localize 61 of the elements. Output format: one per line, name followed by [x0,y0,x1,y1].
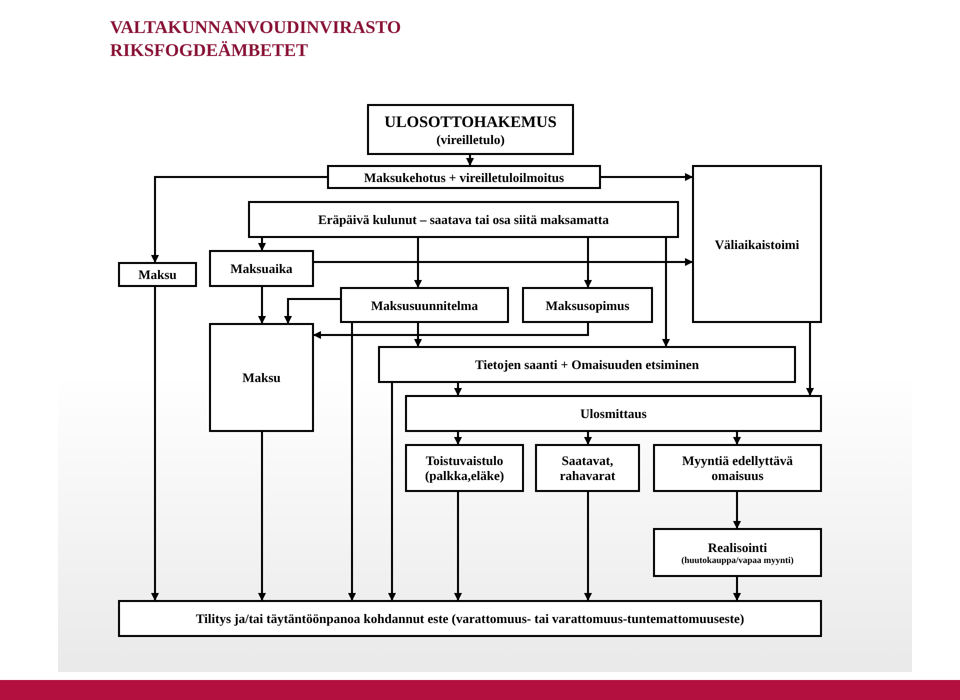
arrow [258,238,266,251]
arrow [313,323,589,339]
box-title: Tietojen saanti + Omaisuuden etsiminen [475,357,699,372]
box-title: Saatavat, rahavarat [558,453,616,483]
arrow [601,173,693,181]
box-title: Maksusuunnitelma [371,298,478,312]
box-subtitle: (huutokauppa/vapaa myynti) [681,554,794,566]
arrow [314,258,693,266]
process-box [378,346,796,383]
arrow [584,492,592,601]
arrow [151,176,327,263]
box-title: Toistuvaistulo (palkka,eläke) [424,453,506,483]
box-title: Realisointi [708,540,768,554]
agency-name: RIKSFOGDEÄMBETET [110,39,308,61]
process-box [118,600,822,637]
process-box [209,323,314,432]
process-box [535,444,640,492]
box-title: Eräpäivä kulunut – saatava tai osa siitä maksamatta [318,212,609,227]
box-title: Maksuaika [230,261,293,276]
box-title: Maksusopimus [546,298,630,312]
arrow [454,432,462,445]
arrow [151,287,159,601]
box-title: ULOSOTTOHAKEMUS [384,112,557,132]
process-box [118,262,197,287]
box-subtitle: (vireilletulo) [436,132,505,146]
arrow [584,238,592,288]
arrow [733,432,741,445]
process-box [340,287,509,323]
arrow [454,492,462,601]
process-box [653,444,822,492]
arrow [662,238,670,347]
box-title: Väliaikaistoimi [714,236,800,252]
arrow [348,323,356,601]
arrow [258,287,266,324]
agency-name: VALTAKUNNANVOUDINVIRASTO [110,16,402,38]
arrow [806,323,814,396]
process-box [653,528,822,577]
arrow [388,383,396,601]
process-box [405,395,822,432]
process-box [248,201,679,238]
process-box [405,444,524,492]
box-title: Maksukehotus + vireilletuloilmoitus [364,170,564,184]
process-box [327,165,601,189]
process-box [692,165,822,323]
arrow [733,492,741,529]
box-title: Myyntiä edellyttävä omaisuus [681,453,794,483]
arrow [466,155,474,166]
box-title: Maksu [138,267,177,282]
arrow [284,298,340,324]
arrow [733,577,741,601]
box-title: Tilitys ja/tai täytäntöönpanoa kohdannut este (varattomuus- tai varattomuus-tuntemattomuuseste) [196,611,744,626]
arrow [414,323,422,347]
box-title: Ulosmittaus [580,406,647,421]
arrow [584,432,592,445]
process-box [209,250,314,287]
arrow [258,432,266,601]
arrow [414,238,422,288]
process-box [522,287,653,323]
box-title: Maksu [242,370,281,385]
arrow [454,383,462,396]
process-box [367,104,574,155]
